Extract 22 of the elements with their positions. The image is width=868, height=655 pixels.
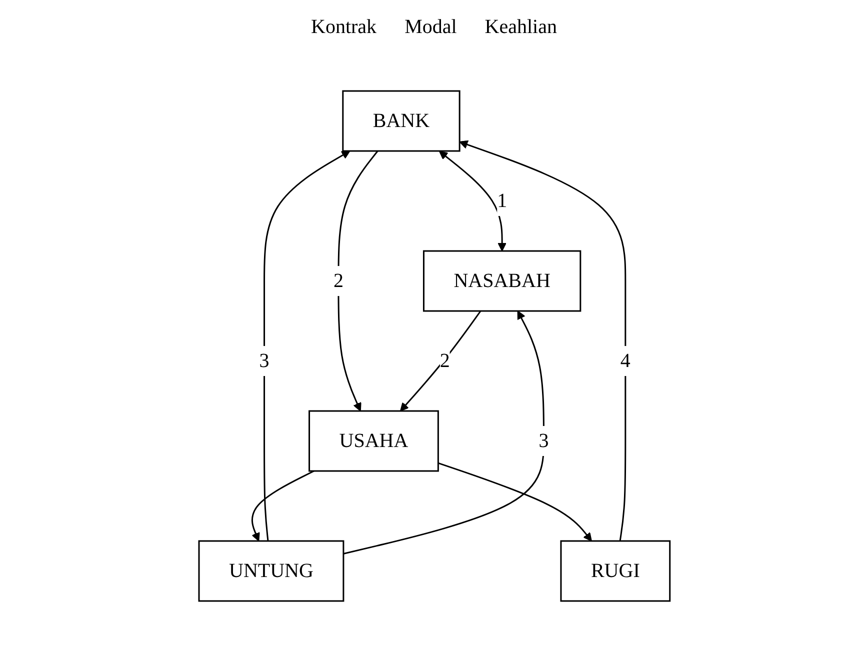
arrow <box>438 150 506 252</box>
node-box: UNTUNG <box>198 540 344 602</box>
node-box: USAHA <box>308 410 438 472</box>
edge-label: 4 <box>620 350 630 372</box>
arrow <box>251 470 314 542</box>
node-box: BANK <box>342 90 460 152</box>
edge-label: 3 <box>258 350 269 372</box>
arrow <box>337 150 378 412</box>
arrow <box>263 150 350 542</box>
edge-label: 2 <box>333 270 344 292</box>
note-label: Kontrak <box>311 16 377 39</box>
note-label: Keahlian <box>484 16 557 39</box>
arrow <box>458 140 626 542</box>
edge-label: 3 <box>538 430 548 452</box>
arrow <box>438 462 592 542</box>
arrow <box>342 310 544 554</box>
arrow <box>400 310 481 412</box>
node-box: RUGI <box>560 540 670 602</box>
note-label: Modal <box>404 16 457 39</box>
edge-label: 1 <box>496 190 507 212</box>
node-box: NASABAH <box>422 250 581 312</box>
edge-label: 2 <box>439 350 450 372</box>
